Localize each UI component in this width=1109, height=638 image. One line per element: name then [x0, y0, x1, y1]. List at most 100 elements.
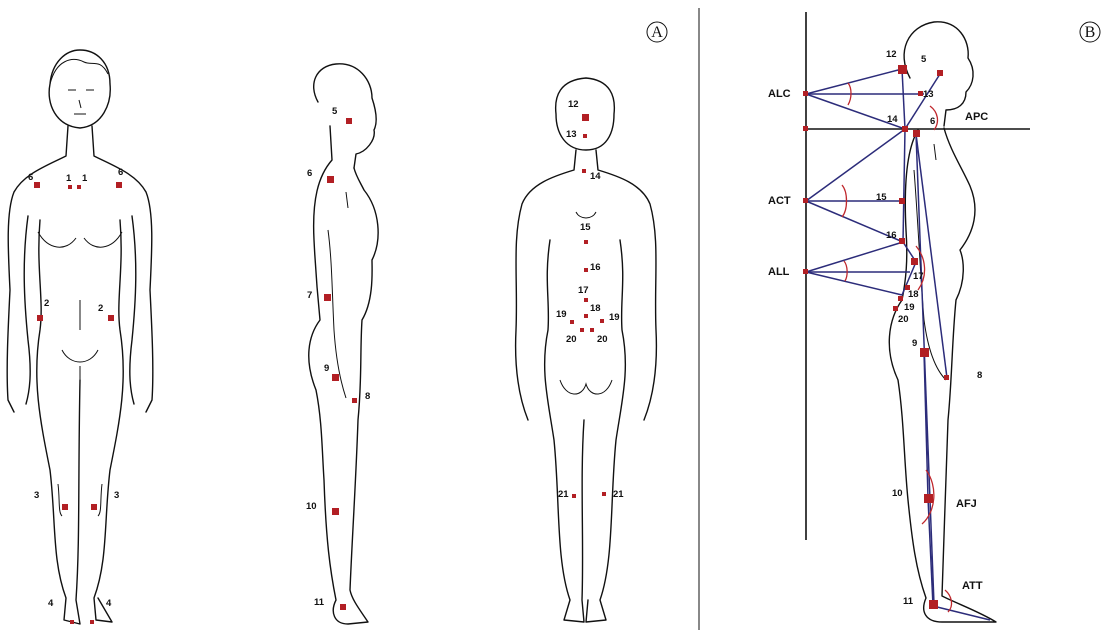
back-marker-15	[584, 240, 588, 244]
front-view-figure	[7, 50, 153, 624]
b-marker-ref-all	[803, 269, 808, 274]
side-marker-10	[332, 508, 339, 515]
front-marker-2-right	[108, 315, 114, 321]
back-label-18: 18	[590, 303, 601, 314]
b-label-6: 6	[930, 116, 935, 127]
back-label-19-left: 19	[556, 309, 567, 320]
back-marker-12	[582, 114, 589, 121]
b-marker-11	[929, 600, 938, 609]
b-label-20: 20	[898, 314, 909, 325]
front-label-2-right: 2	[98, 303, 103, 314]
b-marker-10	[924, 494, 933, 503]
side-label-6: 6	[307, 168, 312, 179]
angle-label-all: ALL	[768, 266, 790, 278]
front-marker-3-left	[62, 504, 68, 510]
back-label-14: 14	[590, 171, 601, 182]
front-marker-6-right	[116, 182, 122, 188]
back-label-20-left: 20	[566, 334, 577, 345]
front-marker-3-right	[91, 504, 97, 510]
side-marker-5	[346, 118, 352, 124]
front-marker-4-left	[70, 620, 74, 624]
front-labels: 6 1 1 6 2 2 3 3 4 4	[28, 167, 123, 609]
back-label-19-right: 19	[609, 312, 620, 323]
back-label-12: 12	[568, 99, 579, 110]
angle-label-afj: AFJ	[956, 498, 977, 510]
front-label-3-left: 3	[34, 490, 39, 501]
back-label-21-left: 21	[558, 489, 569, 500]
back-marker-16	[584, 268, 588, 272]
b-label-15: 15	[876, 192, 887, 203]
b-marker-ref-act	[803, 198, 808, 203]
b-label-17: 17	[913, 271, 924, 282]
back-label-13: 13	[566, 129, 577, 140]
back-markers	[570, 114, 606, 498]
back-marker-20-right	[590, 328, 594, 332]
back-marker-19-right	[600, 319, 604, 323]
back-view-figure	[516, 78, 657, 622]
b-label-13: 13	[923, 89, 934, 100]
front-marker-4-right	[90, 620, 94, 624]
b-marker-6	[913, 130, 920, 137]
b-label-9: 9	[912, 338, 917, 349]
b-marker-20	[893, 306, 898, 311]
back-label-15: 15	[580, 222, 591, 233]
b-marker-ref-h	[803, 126, 808, 131]
b-marker-15	[899, 198, 905, 204]
front-marker-2-left	[37, 315, 43, 321]
front-label-2-left: 2	[44, 298, 49, 309]
back-marker-21-right	[602, 492, 606, 496]
angle-label-act: ACT	[768, 195, 791, 207]
front-marker-1-right	[77, 185, 81, 189]
side-label-7: 7	[307, 290, 312, 301]
back-marker-19-left	[570, 320, 574, 324]
b-marker-17	[911, 258, 918, 265]
front-label-3-right: 3	[114, 490, 119, 501]
front-marker-1-left	[68, 185, 72, 189]
b-label-14: 14	[887, 114, 898, 125]
back-marker-13	[583, 134, 587, 138]
side-marker-6	[327, 176, 334, 183]
back-marker-17	[584, 298, 588, 302]
b-marker-8	[944, 375, 949, 380]
b-label-16: 16	[886, 230, 897, 241]
panel-b-angle-labels: ALC APC ACT ALL AFJ ATT	[768, 88, 988, 592]
b-marker-14	[902, 126, 908, 132]
b-label-10: 10	[892, 488, 903, 499]
b-label-8: 8	[977, 370, 982, 381]
back-label-16: 16	[590, 262, 601, 273]
side-label-9: 9	[324, 363, 329, 374]
b-label-5: 5	[921, 54, 927, 65]
side-marker-7	[324, 294, 331, 301]
back-marker-20-left	[580, 328, 584, 332]
side-label-10: 10	[306, 501, 317, 512]
side-label-11: 11	[314, 597, 325, 608]
side-label-8: 8	[365, 391, 370, 402]
front-marker-6-left	[34, 182, 40, 188]
b-marker-19	[898, 296, 903, 301]
b-label-19: 19	[904, 302, 915, 313]
back-marker-21-left	[572, 494, 576, 498]
back-label-17: 17	[578, 285, 589, 296]
side-marker-11	[340, 604, 346, 610]
b-marker-5	[937, 70, 943, 76]
front-label-1-right: 1	[82, 173, 88, 184]
front-label-4-left: 4	[48, 598, 54, 609]
panel-b-letter: B	[1085, 24, 1096, 41]
front-label-6-right: 6	[118, 167, 123, 178]
side-marker-9	[332, 374, 339, 381]
b-marker-9	[920, 348, 929, 357]
front-label-4-right: 4	[106, 598, 112, 609]
side-marker-8	[352, 398, 357, 403]
panel-b-label: B	[1080, 22, 1100, 42]
back-label-21-right: 21	[613, 489, 624, 500]
panel-a-label: A	[647, 22, 667, 42]
b-marker-ref-alc	[803, 91, 808, 96]
b-label-12: 12	[886, 49, 897, 60]
b-label-18: 18	[908, 289, 919, 300]
back-marker-14	[582, 169, 586, 173]
front-label-1-left: 1	[66, 173, 72, 184]
b-marker-16	[899, 238, 905, 244]
side-label-5: 5	[332, 106, 338, 117]
panel-b-connector-lines	[806, 69, 990, 620]
